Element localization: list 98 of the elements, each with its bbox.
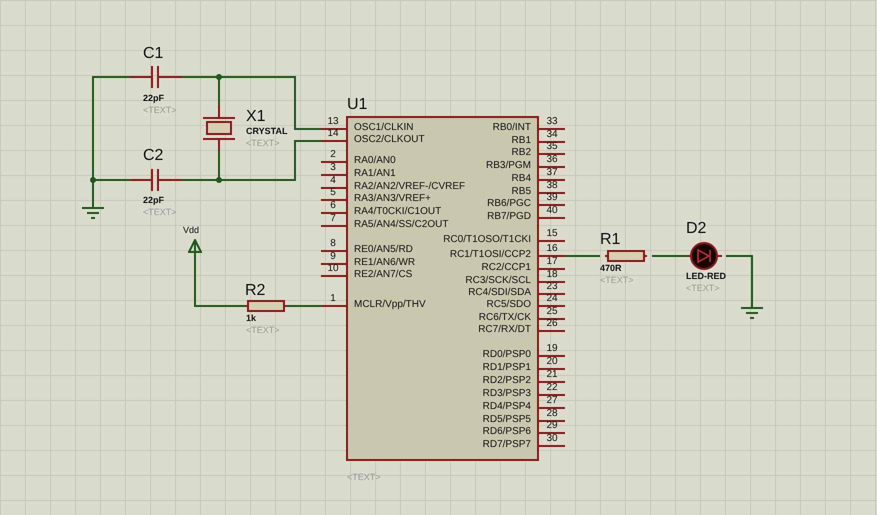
pin-number: 24: [545, 294, 559, 304]
pin-name: RD6/PSP6: [482, 427, 531, 437]
wire: [726, 255, 753, 305]
pin-name: RD0/PSP0: [482, 350, 531, 360]
pin-number: 14: [326, 129, 340, 139]
reference-label: R1: [600, 232, 620, 248]
pin-number: 10: [326, 264, 340, 274]
pin-number: 9: [329, 252, 337, 262]
pin-name: RE2/AN7/CS: [354, 270, 412, 280]
pin-number: 16: [545, 244, 559, 254]
pin-name: RD7/PSP7: [482, 440, 531, 450]
pin-name: RC1/T1OSI/CCP2: [450, 250, 531, 260]
pin-number: 33: [545, 117, 559, 127]
reference-label: C2: [143, 148, 164, 164]
placeholder-text: <TEXT>: [143, 106, 177, 115]
pin-name: RB6/PGC: [487, 199, 531, 209]
value-label: LED-RED: [686, 272, 726, 281]
pin-number: 30: [545, 434, 559, 444]
reference-label: X1: [246, 109, 266, 125]
pin-number: 18: [545, 270, 559, 280]
pin-number: 15: [545, 229, 559, 239]
pin-name: RA3/AN3/VREF+: [354, 194, 431, 204]
pin-number: 20: [545, 357, 559, 367]
pin-name: OSC2/CLKOUT: [354, 135, 425, 145]
pin-name: RB5: [512, 187, 531, 197]
pin-name: RB0/INT: [492, 123, 531, 133]
pin-name: RD3/PSP3: [482, 389, 531, 399]
pin-name: RC3/SCK/SCL: [465, 276, 531, 286]
pin-name: RB4: [512, 174, 531, 184]
pin-number: 3: [329, 163, 337, 173]
pin-number: 27: [545, 396, 559, 406]
pin-number: 39: [545, 193, 559, 203]
pin-name: OSC1/CLKIN: [354, 123, 414, 133]
pin-number: 7: [329, 214, 337, 224]
pin-name: RB3/PGM: [486, 161, 531, 171]
pin-name: RD1/PSP1: [482, 363, 531, 373]
pin-name: RA0/AN0: [354, 156, 396, 166]
pin-name: RA5/AN4/SS/C2OUT: [354, 220, 448, 230]
pin-number: 34: [545, 130, 559, 140]
pin-name: RA1/AN1: [354, 169, 396, 179]
pin-number: 4: [329, 176, 337, 186]
pin-name: RB7/PGD: [487, 212, 531, 222]
reference-label: U1: [347, 97, 368, 113]
pin-name: RE0/AN5/RD: [354, 245, 413, 255]
reference-label: R2: [245, 283, 266, 299]
pin-number: 36: [545, 155, 559, 165]
pin-number: 38: [545, 181, 559, 191]
pin-name: RC0/T1OSO/T1CKI: [443, 235, 531, 245]
pin-name: RB2: [512, 148, 531, 158]
pin-number: 40: [545, 206, 559, 216]
pin-number: 2: [329, 150, 337, 160]
wire: [188, 239, 245, 307]
pin-number: 19: [545, 344, 559, 354]
supply-label: Vdd: [183, 226, 200, 235]
pin-name: RD5/PSP5: [482, 415, 531, 425]
reference-label: D2: [686, 221, 706, 237]
placeholder-text: <TEXT>: [686, 284, 720, 293]
wire: [652, 255, 686, 257]
pin-name: RE1/AN6/WR: [354, 258, 416, 268]
placeholder-text: <TEXT>: [143, 208, 177, 217]
pin-number: 23: [545, 282, 559, 292]
pin-number: 28: [545, 409, 559, 419]
reference-label: C1: [143, 46, 164, 62]
pin-number: 21: [545, 370, 559, 380]
pin-number: 35: [545, 142, 559, 152]
pin-number: 13: [326, 117, 340, 127]
pin-name: MCLR/Vpp/THV: [354, 300, 426, 310]
pin-number: 26: [545, 319, 559, 329]
pin-name: RD4/PSP4: [482, 402, 531, 412]
value-label: 22pF: [143, 94, 164, 103]
pin-name: RA4/T0CKI/C1OUT: [354, 207, 442, 217]
pin-number: 6: [329, 201, 337, 211]
pin-name: RC7/RX/DT: [478, 325, 531, 335]
pin-number: 22: [545, 383, 559, 393]
placeholder-text: <TEXT>: [246, 326, 280, 335]
pin-number: 37: [545, 168, 559, 178]
pin-name: RC5/SDO: [486, 300, 531, 310]
placeholder-text: <TEXT>: [246, 139, 280, 148]
placeholder-text: <TEXT>: [600, 276, 634, 285]
wire: [565, 255, 600, 257]
pin-name: RD2/PSP2: [482, 376, 531, 386]
pin-name: RA2/AN2/VREF-/CVREF: [354, 182, 466, 192]
pin-number: 29: [545, 421, 559, 431]
placeholder-text: <TEXT>: [347, 473, 381, 482]
pin-number: 5: [329, 188, 337, 198]
value-label: CRYSTAL: [246, 127, 288, 136]
pin-number: 8: [329, 239, 337, 249]
value-label: 1k: [246, 314, 256, 323]
wire: [287, 305, 321, 307]
pin-number: 17: [545, 257, 559, 267]
pin-name: RC2/CCP1: [482, 263, 531, 273]
value-label: 22pF: [143, 196, 164, 205]
pin-name: RB1: [512, 136, 531, 146]
pin-name: RC6/TX/CK: [478, 313, 531, 323]
pin-number: 1: [329, 294, 337, 304]
pin-name: RC4/SDI/SDA: [468, 288, 531, 298]
value-label: 470R: [600, 264, 622, 273]
pin-number: 25: [545, 307, 559, 317]
